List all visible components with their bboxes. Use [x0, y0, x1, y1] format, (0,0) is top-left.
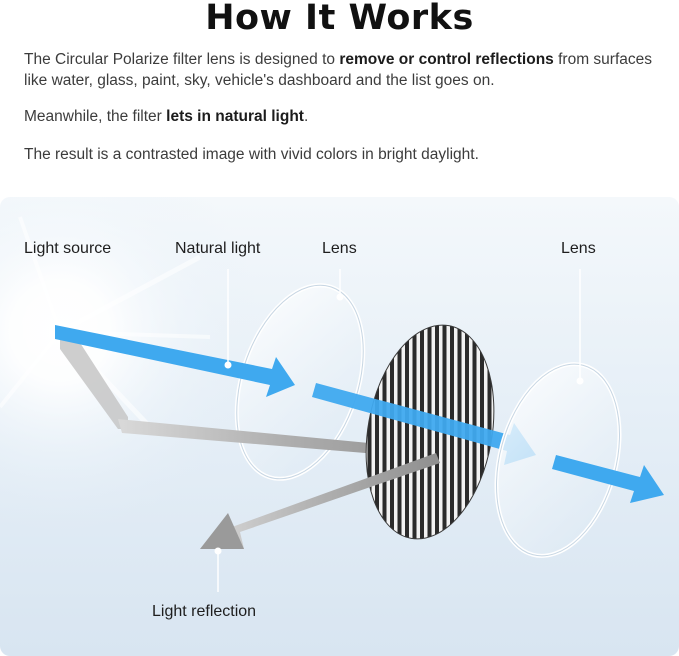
light-beam-segment-1 — [55, 325, 295, 397]
light-beam-segment-3 — [552, 455, 664, 503]
intro-paragraph-1: The Circular Polarize filter lens is des… — [24, 51, 652, 89]
reflection-incoming-beam — [60, 335, 128, 429]
light-beam-segment-2 — [312, 383, 536, 465]
label-natural-light: Natural light — [175, 240, 261, 257]
label-dots — [214, 293, 584, 555]
reflection-arrowhead — [200, 513, 244, 549]
reflection-beam-outgoing — [200, 453, 440, 549]
label-lens-1: Lens — [322, 240, 357, 257]
intro-paragraph-2: Meanwhile, the filter lets in natural li… — [24, 108, 309, 125]
label-lens-2: Lens — [561, 240, 596, 257]
polarizer-diagram: Light source Natural light Lens Lens Lig… — [0, 197, 679, 656]
intro-paragraph-3: The result is a contrasted image with vi… — [24, 146, 479, 163]
reflection-beam-main — [118, 419, 438, 459]
page-title: How It Works — [205, 0, 474, 38]
diagram-illustration — [0, 197, 679, 656]
label-light-reflection: Light reflection — [152, 603, 257, 620]
label-light-source: Light source — [24, 240, 112, 257]
label-pointers — [217, 269, 581, 592]
